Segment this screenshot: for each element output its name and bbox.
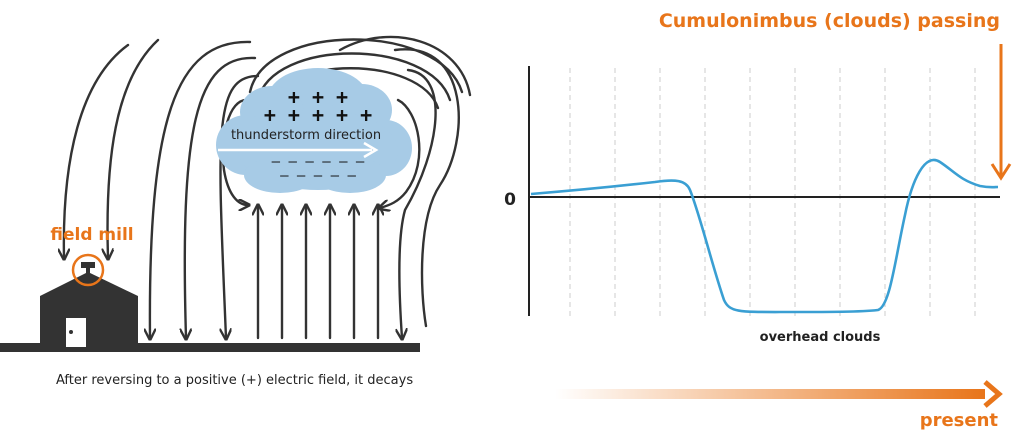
field-loop-right-inner (380, 98, 421, 208)
positive-charges-row-1: + + + (288, 85, 348, 109)
field-line-right-3 (338, 35, 472, 97)
house (40, 262, 138, 347)
electric-field-curve (530, 158, 999, 314)
zero-label: 0 (504, 190, 516, 210)
thunderstorm-direction-arrowhead (363, 141, 379, 159)
field-line-right-1 (399, 68, 437, 338)
present-label: present (920, 410, 999, 431)
overhead-clouds-label: overhead clouds (760, 330, 881, 345)
negative-charges-row-2: — — — — — (280, 168, 356, 184)
field-line-right-2 (393, 48, 460, 328)
positive-charges-row-2: + + + + + (264, 103, 372, 127)
field-line-left-1 (64, 43, 130, 258)
time-gridlines (569, 68, 976, 316)
field-mill-highlight-circle (71, 253, 105, 287)
door-knob (69, 330, 73, 334)
field-mill-device (81, 262, 95, 268)
present-arrow-gradient (555, 389, 985, 399)
caption-text: After reversing to a positive (+) electr… (56, 373, 414, 388)
thunderstorm-direction-label: thunderstorm direction (231, 128, 381, 143)
present-arrowhead (983, 380, 1003, 408)
field-line-left-3 (150, 40, 252, 338)
cumulonimbus-title: Cumulonimbus (clouds) passing (659, 10, 1000, 32)
field-line-left-4 (185, 56, 257, 338)
house-door (66, 318, 86, 347)
field-lines (64, 35, 472, 338)
thundercloud (216, 68, 412, 193)
ground-line (0, 343, 420, 352)
field-line-top-b (256, 52, 452, 102)
field-mill-label: field mill (50, 225, 133, 245)
field-loop-left-inner (221, 98, 248, 205)
field-line-left-2 (108, 38, 160, 258)
cloud-title-arrowhead (990, 163, 1012, 181)
negative-charges-row-1: — — — — — — (272, 154, 365, 170)
